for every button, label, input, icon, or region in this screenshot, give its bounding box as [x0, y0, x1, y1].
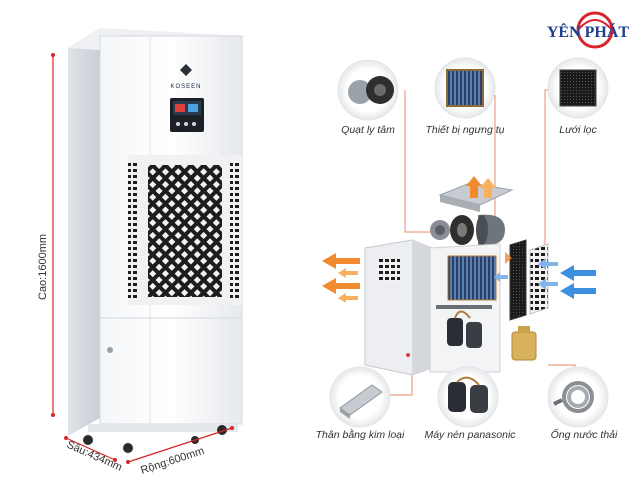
compressor-icon — [448, 376, 488, 413]
component-circle-body: Thân bằng kim loại — [316, 366, 405, 441]
brand-emblem-icon — [180, 64, 192, 76]
width-dimension-line — [127, 427, 233, 463]
metal-sheet-icon — [339, 384, 383, 416]
dehumidifier-cabinet: KOSEEN — [68, 28, 245, 453]
height-label: Cao:1600mm — [37, 234, 49, 300]
condenser-coil — [447, 255, 497, 301]
cabinet-side-panel — [68, 28, 100, 436]
component-circle-condenser: Thiết bị ngưng tụ — [425, 57, 505, 136]
filter-panel — [509, 239, 527, 321]
component-circle-filter: Lưới lọc — [547, 57, 609, 136]
compressor-unit — [447, 310, 482, 348]
back-vent — [378, 258, 400, 282]
width-label: Rộng:600mm — [139, 445, 206, 477]
label-compressor: Máy nén panasonic — [424, 429, 516, 441]
product-brand-label: KOSEEN — [170, 84, 201, 90]
drain-port-icon — [107, 347, 113, 353]
fan-assembly — [430, 214, 505, 246]
side-vent-left — [128, 162, 138, 298]
centrifugal-fan-icon — [348, 80, 372, 104]
depth-dimension-line — [65, 437, 116, 461]
label-filter: Lưới lọc — [559, 124, 597, 136]
brand-logo: YÊN PHÁT — [547, 11, 630, 49]
logo-text: YÊN PHÁT — [547, 22, 630, 41]
filter-mesh-icon — [559, 69, 597, 107]
component-circle-fan: Quạt ly tâm — [337, 59, 399, 136]
label-body: Thân bằng kim loại — [316, 428, 405, 441]
label-drain-hose: Ống nước thải — [551, 428, 618, 441]
drain-hose-icon — [553, 381, 594, 413]
component-circle-drain-hose: Ống nước thải — [547, 366, 618, 441]
depth-label: Sâu:434mm — [65, 439, 124, 474]
air-intake-grille — [148, 165, 222, 297]
side-vent-right — [230, 162, 240, 298]
exploded-view — [364, 182, 549, 376]
label-fan: Quạt ly tâm — [341, 124, 395, 136]
water-tank-icon — [511, 326, 537, 361]
airflow-cold-arrows — [494, 258, 596, 299]
airflow-hot-arrows — [322, 176, 512, 303]
label-condenser: Thiết bị ngưng tụ — [425, 124, 504, 136]
condenser-icon — [446, 69, 484, 107]
component-circle-compressor: Máy nén panasonic — [424, 366, 516, 441]
